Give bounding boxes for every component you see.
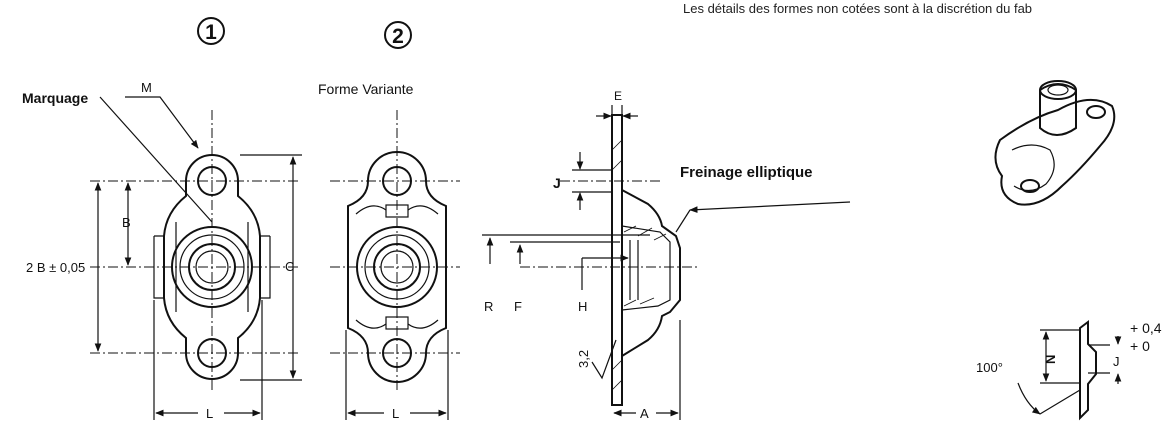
angle-label: 100°	[976, 360, 1003, 375]
dimension-2b: 2 B ± 0,05	[26, 182, 102, 352]
dimension-f: F	[510, 241, 620, 314]
dimension-a: A	[613, 320, 681, 421]
e-label: E	[614, 89, 622, 103]
l-label-1: L	[206, 406, 213, 421]
dimension-r: R	[482, 234, 650, 314]
dimension-c: C	[240, 154, 302, 381]
nut-front-view-1	[90, 110, 300, 390]
m-label: M	[141, 80, 152, 95]
n-label: N	[1043, 355, 1058, 364]
freinage-leader	[689, 201, 851, 213]
f-label: F	[514, 299, 522, 314]
dimension-h: H	[578, 254, 629, 314]
dimension-e: E	[596, 89, 638, 125]
r-label: R	[484, 299, 493, 314]
marquage-label: Marquage	[22, 90, 88, 106]
header-note: Les détails des formes non cotées sont à…	[683, 1, 1032, 16]
marquage-leader	[99, 96, 213, 223]
j-label: J	[553, 175, 561, 191]
l-label-2: L	[392, 406, 399, 421]
nut-front-view-2	[330, 110, 460, 390]
dimension-b: B	[122, 182, 132, 266]
variant-form-caption: Forme Variante	[318, 81, 414, 97]
svg-text:1: 1	[205, 21, 217, 44]
dimension-j: J	[553, 152, 612, 210]
nut-side-section	[520, 114, 700, 406]
tolerance-zero: + 0	[1130, 338, 1150, 354]
view-number-1: 1	[197, 17, 225, 45]
m-leader	[125, 96, 199, 149]
a-label: A	[640, 406, 649, 421]
detail-j-label: J	[1113, 354, 1120, 369]
two-b-label: 2 B ± 0,05	[26, 260, 85, 275]
h-label: H	[578, 299, 587, 314]
view-number-2: 2	[384, 21, 412, 49]
roughness-label: 3,2	[576, 350, 591, 368]
c-label: C	[285, 259, 294, 274]
svg-text:2: 2	[392, 25, 404, 48]
nut-isometric-sketch	[994, 80, 1116, 206]
freinage-label: Freinage elliptique	[680, 164, 813, 181]
detail-section: N J	[1017, 320, 1122, 421]
b-label: B	[122, 215, 131, 230]
roughness-symbol: 3,2	[576, 339, 617, 380]
dimension-l-view1: L	[153, 300, 263, 421]
tolerance-plus: + 0,4	[1130, 320, 1162, 336]
dimension-l-view2: L	[345, 330, 449, 421]
